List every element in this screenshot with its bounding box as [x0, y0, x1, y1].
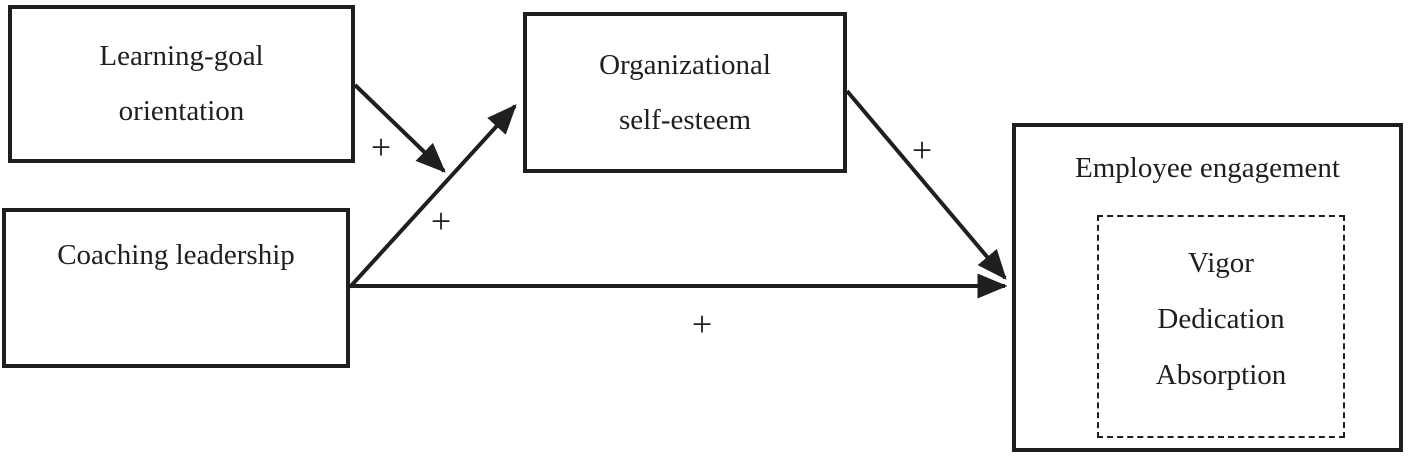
plus-sign-learning-goal-moderation: +: [370, 127, 392, 167]
engagement-dimension-vigor: Vigor: [1188, 247, 1254, 279]
coaching-leadership-label: Coaching leadership: [57, 239, 295, 271]
plus-sign-coaching-to-self-esteem: +: [430, 201, 452, 241]
box-organizational-self-esteem: Organizational self-esteem: [523, 12, 847, 173]
engagement-dimensions-box: Vigor Dedication Absorption: [1097, 215, 1345, 438]
learning-goal-label-line1: Learning-goal: [99, 40, 264, 72]
self-esteem-label-line2: self-esteem: [618, 103, 752, 136]
plus-sign-self-esteem-to-engagement: +: [911, 130, 933, 170]
arrow-self-esteem-to-engagement: [845, 89, 1007, 280]
employee-engagement-title: Employee engagement: [1075, 152, 1340, 184]
learning-goal-label-line2: orientation: [118, 95, 245, 127]
self-esteem-label-line1: Organizational: [599, 48, 771, 81]
box-learning-goal-orientation: Learning-goal orientation: [8, 5, 355, 163]
plus-sign-coaching-to-engagement: +: [691, 304, 713, 344]
engagement-dimension-dedication: Dedication: [1157, 303, 1285, 335]
arrow-learning-goal-moderation: [353, 83, 446, 173]
box-employee-engagement: Employee engagement Vigor Dedication Abs…: [1012, 123, 1403, 452]
engagement-dimension-absorption: Absorption: [1155, 359, 1287, 391]
box-coaching-leadership: Coaching leadership: [2, 208, 350, 368]
